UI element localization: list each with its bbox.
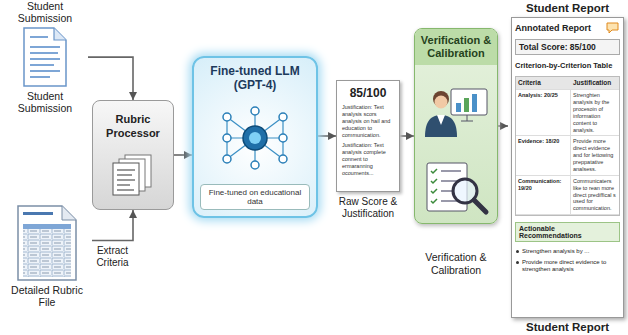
icon-part	[117, 169, 135, 171]
icon-part	[62, 206, 76, 220]
icon-part	[456, 103, 461, 112]
icon-part	[251, 161, 259, 169]
icon-part	[30, 76, 50, 78]
icon-part	[243, 126, 267, 150]
icon-part	[30, 36, 48, 38]
icon-part	[279, 134, 287, 142]
table-cell: Strenghten analysis by the procesoin of …	[571, 90, 619, 136]
icon-part	[223, 155, 231, 163]
recommendation-list: Strengthen analysis by ... Provide more d…	[515, 248, 620, 274]
icon-part	[113, 163, 139, 195]
node-text: Verification & Calibration	[415, 29, 497, 65]
node-text: Student Submission	[2, 90, 88, 114]
edge-label: Extract Criteria	[85, 245, 141, 269]
rubric-document-icon	[16, 204, 78, 282]
table-cell: Criteria	[516, 77, 571, 90]
node-text: Actionable Recommendations	[515, 222, 620, 242]
comment-bubble-icon	[606, 22, 619, 34]
icon-part	[117, 189, 134, 191]
checklist-magnifier-icon	[421, 159, 491, 217]
icon-part	[30, 52, 58, 54]
node-text: Justification: Text analysis scors analy…	[342, 104, 394, 138]
student-submission: Student Submission Student Submission	[2, 0, 88, 114]
icon-part	[441, 170, 461, 172]
icon-part	[279, 113, 287, 121]
node-text: Detailed Rubric File	[2, 284, 92, 308]
rubric-processor: Rubric Processor	[92, 100, 174, 210]
node-text: Rubric Processor	[97, 113, 169, 139]
table-cell: Provide more direct evidence and for let…	[571, 136, 619, 175]
icon-part	[30, 70, 60, 72]
icon-part	[461, 115, 473, 121]
neural-network-icon	[213, 105, 297, 171]
report-sheet: Annotated ReportTotal Score: 85/100Crite…	[511, 17, 624, 318]
icon-part	[223, 134, 231, 142]
icon-part	[23, 224, 71, 229]
node-text: Student Report	[526, 321, 609, 333]
node-text: 85/100	[342, 86, 394, 100]
icon-part	[223, 107, 287, 169]
table-cell: Analysis: 20/25	[516, 90, 571, 136]
processor-icon	[109, 153, 157, 197]
icon-part	[117, 184, 130, 186]
icon-part	[607, 23, 618, 33]
recommendation-item: Provide more direct evidence to strength…	[515, 259, 620, 274]
table-cell: Communication: 19/20	[516, 176, 571, 215]
icon-part	[23, 212, 53, 215]
table-cell: Evidence: 18/20	[516, 136, 571, 175]
flow-arrow	[92, 210, 133, 240]
icon-part	[117, 179, 135, 181]
icon-part	[30, 46, 60, 48]
node-text: Total Score: 85/100	[515, 39, 620, 55]
llm-box: Fine-tuned LLM (GPT-4) Fine-tuned on edu…	[192, 56, 318, 218]
icon-part	[54, 28, 66, 40]
table-cell: Communicaters like to rean more direct p…	[571, 176, 619, 215]
icon-part	[18, 206, 76, 280]
node-text: Annotated Report	[515, 23, 620, 33]
node-text: Fine-tuned on educational data	[200, 184, 310, 210]
icon-part	[279, 155, 287, 163]
criteria-table: CriteriaJustificationAnalysis: 20/25Stre…	[515, 76, 620, 216]
icon-part	[249, 132, 261, 144]
node-text: Verification & Calibration	[407, 251, 505, 276]
node-text: Criterion-by-Criterion Table	[515, 61, 620, 70]
icon-part	[451, 89, 487, 115]
icon-part	[435, 96, 448, 109]
node-text: Student Submission	[2, 0, 88, 24]
icon-part	[23, 229, 71, 277]
student-report: Student Report Annotated ReportTotal Sco…	[508, 0, 627, 335]
icon-part	[227, 111, 283, 165]
flow-arrow	[318, 135, 336, 137]
table-cell: Justification	[571, 77, 619, 90]
flow-arrow	[174, 154, 192, 156]
icon-part	[30, 36, 60, 78]
icon-part	[251, 107, 259, 115]
raw-score-sheet: 85/100Justification: Text analysis scors…	[336, 80, 400, 192]
rubric-file: Detailed Rubric File	[2, 204, 92, 308]
icon-part	[474, 200, 486, 212]
icon-part	[464, 98, 469, 112]
verification-box: Verification & Calibration Verification …	[414, 28, 498, 224]
flow-arrow	[400, 135, 414, 137]
icon-part	[30, 58, 60, 60]
flow-arrow	[88, 57, 133, 100]
icon-part	[117, 174, 132, 176]
recommendation-item: Strengthen analysis by ...	[515, 248, 620, 256]
icon-part	[431, 169, 437, 203]
node-text: Student Report	[526, 2, 609, 14]
flow-arrow	[498, 125, 508, 127]
icon-part	[30, 64, 54, 66]
icon-part	[437, 115, 445, 125]
node-text: Raw Score & Justification	[326, 196, 410, 220]
icon-part	[117, 169, 135, 191]
reviewer-icon	[421, 85, 491, 139]
icon-part	[472, 94, 477, 112]
icon-part	[425, 115, 457, 137]
node-text: Justification: Text analysis complete co…	[342, 142, 394, 176]
node-text: Fine-tuned LLM (GPT-4)	[200, 64, 310, 93]
document-icon	[22, 26, 68, 88]
icon-part	[223, 113, 231, 121]
icon-part	[24, 28, 66, 86]
